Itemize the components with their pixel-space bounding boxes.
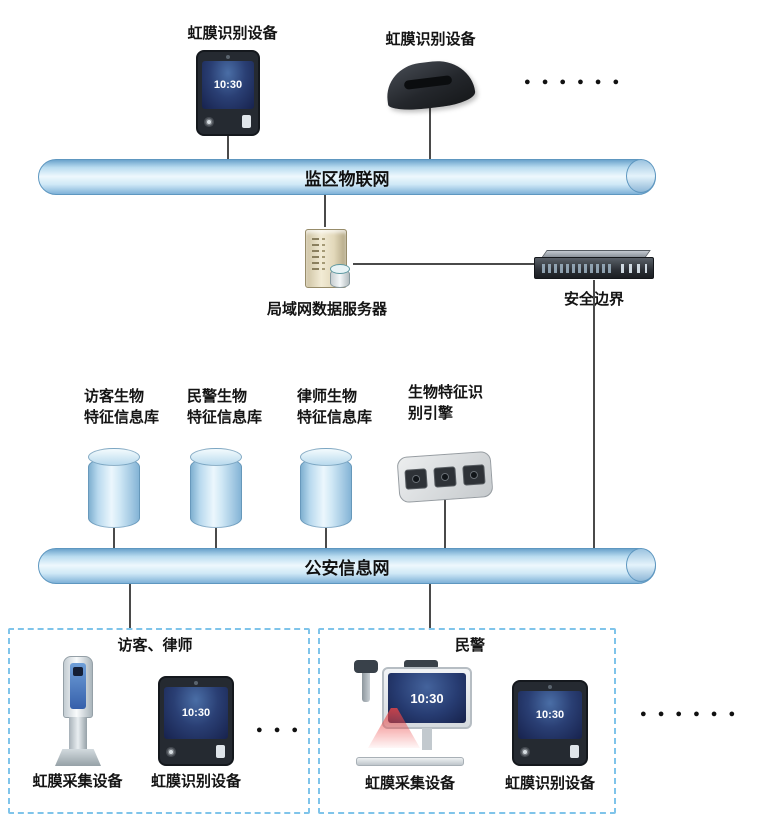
lan-server-label: 局域网数据服务器 xyxy=(266,301,387,318)
monitor-stand xyxy=(422,728,432,750)
cylinder-body xyxy=(190,457,242,528)
bus-prison-iot-network: 监区物联网 xyxy=(38,159,656,195)
police-collector-label: 虹膜采集设备 xyxy=(364,775,455,792)
rack-leds-icon xyxy=(621,264,647,273)
label-line: 特征信息库 xyxy=(297,409,373,426)
connector-line xyxy=(429,108,431,160)
bus-iot-label: 监区物联网 xyxy=(304,169,390,189)
screen-time: 10:30 xyxy=(410,690,444,706)
connector-line xyxy=(444,498,446,549)
connector-line xyxy=(113,526,115,549)
camera-module-icon xyxy=(433,466,457,488)
fingerprint-sensor-icon xyxy=(570,745,579,758)
connector-line xyxy=(215,526,217,549)
camera-bar-icon xyxy=(404,660,438,669)
more-devices-ellipsis-right: ● ● ● ● ● ● xyxy=(640,708,740,720)
db-police-label: 民警生物 特征信息库 xyxy=(187,386,262,428)
biometric-recognition-engine xyxy=(396,450,494,504)
cylinder-lid xyxy=(88,448,140,466)
top-device2-label: 虹膜识别设备 xyxy=(385,31,476,48)
security-boundary-device xyxy=(534,250,654,280)
lan-data-server xyxy=(299,226,353,290)
label-line: 生物特征识 xyxy=(408,384,484,401)
screen-time: 10:30 xyxy=(213,79,243,91)
disk-cylinder-lid xyxy=(330,264,350,274)
more-devices-ellipsis-top: ● ● ● ● ● ● xyxy=(524,76,624,88)
more-devices-ellipsis-visitor: ● ● ● xyxy=(256,724,303,736)
label-line: 民警生物 xyxy=(187,388,248,405)
visitor-recognizer-label: 虹膜识别设备 xyxy=(150,773,241,790)
cylinder-lid xyxy=(300,448,352,466)
pipe-end-cap xyxy=(626,159,656,193)
zone-police-title: 民警 xyxy=(454,637,485,654)
device-screen: 10:30 xyxy=(164,687,228,739)
kiosk-base xyxy=(55,749,101,766)
iris-recognition-device-top: 10:30 xyxy=(196,50,260,136)
cylinder-body xyxy=(88,457,140,528)
fingerprint-sensor-icon xyxy=(216,745,225,758)
connector-line xyxy=(353,263,535,265)
device-bottom-row xyxy=(167,744,225,759)
connector-line xyxy=(325,526,327,549)
kiosk-pole xyxy=(69,717,87,749)
connector-line xyxy=(227,136,229,160)
collector-arm xyxy=(362,662,370,702)
camera-dot-icon xyxy=(548,685,552,689)
bus-police-label: 公安信息网 xyxy=(304,558,390,578)
camera-module-icon xyxy=(462,464,486,486)
database-lawyer-biometric xyxy=(300,448,352,528)
device-bottom-row xyxy=(521,744,579,759)
collector-screen: 10:30 xyxy=(388,673,466,723)
bus-public-security-network: 公安信息网 xyxy=(38,548,656,584)
device-screen: 10:30 xyxy=(202,61,254,109)
server-vents-icon xyxy=(312,238,319,274)
camera-dot-icon xyxy=(194,681,198,685)
db-visitor-label: 访客生物 特征信息库 xyxy=(84,386,159,428)
signal-icon xyxy=(523,749,527,754)
connector-line xyxy=(129,584,131,628)
camera-dot-icon xyxy=(226,55,230,59)
iris-collection-desktop-device: 10:30 xyxy=(352,660,474,766)
database-police-biometric xyxy=(190,448,242,528)
top-device1-label: 虹膜识别设备 xyxy=(187,25,278,42)
rack-ports-icon xyxy=(542,264,614,273)
database-visitor-biometric xyxy=(88,448,140,528)
connector-line xyxy=(324,195,326,227)
engine-label: 生物特征识 别引擎 xyxy=(408,382,483,424)
cylinder-body xyxy=(300,457,352,528)
screen-time: 10:30 xyxy=(535,709,565,721)
iris-collection-kiosk xyxy=(50,656,106,766)
pipe-end-cap xyxy=(626,548,656,582)
visitor-collector-label: 虹膜采集设备 xyxy=(32,773,123,790)
signal-icon xyxy=(169,749,173,754)
kiosk-screen xyxy=(73,667,83,676)
collector-camera-head xyxy=(354,660,378,673)
connector-line xyxy=(429,584,431,628)
server-disk-icon xyxy=(330,264,350,289)
db-lawyer-label: 律师生物 特征信息库 xyxy=(297,386,372,428)
label-line: 访客生物 xyxy=(84,388,145,405)
iris-recognition-device-police: 10:30 xyxy=(512,680,588,766)
label-line: 特征信息库 xyxy=(187,409,263,426)
server-vents-icon xyxy=(322,238,325,274)
collector-base-tray xyxy=(356,757,464,766)
camera-module-icon xyxy=(404,468,428,490)
connector-line xyxy=(593,280,595,548)
police-recognizer-label: 虹膜识别设备 xyxy=(504,775,595,792)
signal-icon xyxy=(207,119,211,124)
label-line: 律师生物 xyxy=(297,388,358,405)
cylinder-lid xyxy=(190,448,242,466)
label-line: 特征信息库 xyxy=(84,409,160,426)
screen-time: 10:30 xyxy=(181,707,211,719)
iris-scanner-device-top xyxy=(383,56,477,114)
iris-recognition-device-visitor: 10:30 xyxy=(158,676,234,766)
device-screen: 10:30 xyxy=(518,691,582,739)
label-line: 别引擎 xyxy=(408,405,454,422)
fingerprint-sensor-icon xyxy=(242,115,251,128)
collector-monitor: 10:30 xyxy=(382,667,472,729)
device-bottom-row xyxy=(205,114,251,129)
zone-visitor-title: 访客、律师 xyxy=(117,637,193,654)
